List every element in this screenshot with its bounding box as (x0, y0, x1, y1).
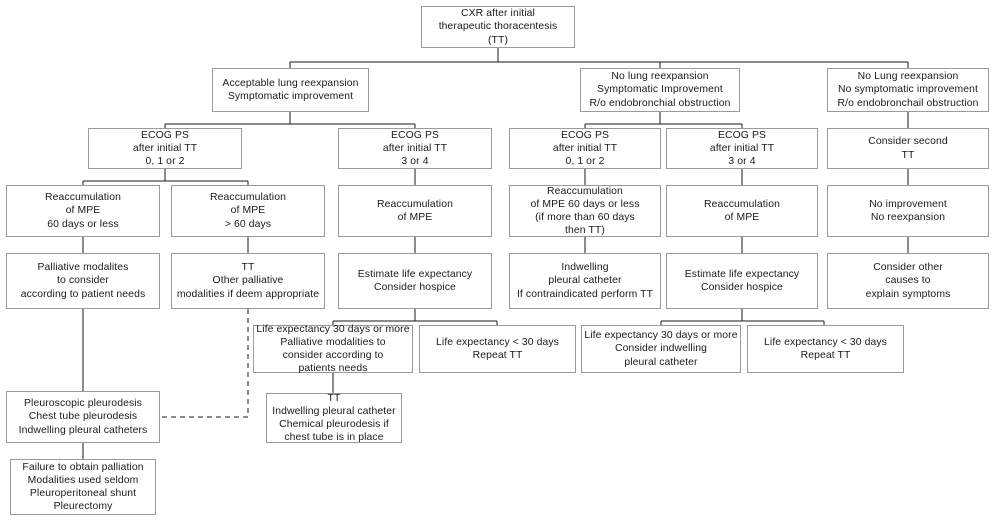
node-life-expectancy-less-30-left: Life expectancy < 30 days Repeat TT (419, 325, 576, 373)
node-reaccumulation-mpe-b2: Reaccumulation of MPE (666, 185, 818, 237)
node-life-expectancy-30-or-more-left: Life expectancy 30 days or more Palliati… (253, 324, 413, 374)
node-consider-other-causes: Consider other causes to explain symptom… (827, 253, 989, 309)
node-root: CXR after initial therapeutic thoracente… (421, 6, 575, 48)
node-reaccumulation-60-or-less: Reaccumulation of MPE 60 days or less (6, 185, 160, 237)
node-palliative-modalities: Palliative modalites to consider accordi… (6, 253, 160, 309)
node-tt-indwelling-pleural-catheter: TT Indwelling pleural catheter Chemical … (266, 393, 402, 443)
node-life-expectancy-less-30-right: Life expectancy < 30 days Repeat TT (747, 325, 904, 373)
node-reaccumulation-mpe-a2: Reaccumulation of MPE (338, 185, 492, 237)
node-ecog-ps-a2: ECOG PS after initial TT 3 or 4 (338, 128, 492, 169)
node-ecog-ps-b1: ECOG PS after initial TT 0, 1 or 2 (509, 128, 661, 169)
node-branch-no-reexpansion-symptomatic: No lung reexpansion Symptomatic Improvem… (580, 68, 740, 112)
node-estimate-life-expectancy-right: Estimate life expectancy Consider hospic… (666, 253, 818, 309)
node-reaccumulation-mpe-60-or-less-b1: Reaccumulation of MPE 60 days or less (i… (509, 185, 661, 237)
node-branch-acceptable-reexpansion: Acceptable lung reexpansion Symptomatic … (212, 68, 369, 112)
node-branch-no-reexpansion-no-symptomatic: No Lung reexpansion No symptomatic impro… (827, 68, 989, 112)
node-ecog-ps-a1: ECOG PS after initial TT 0, 1 or 2 (88, 128, 242, 169)
node-indwelling-pleural-catheter: Indwelling pleural catheter If contraind… (509, 253, 661, 309)
node-pleuroscopic-pleurodesis: Pleuroscopic pleurodesis Chest tube pleu… (6, 391, 160, 443)
node-reaccumulation-over-60: Reaccumulation of MPE > 60 days (171, 185, 325, 237)
node-estimate-life-expectancy-left: Estimate life expectancy Consider hospic… (338, 253, 492, 309)
node-ecog-ps-b2: ECOG PS after initial TT 3 or 4 (666, 128, 818, 169)
node-no-improvement-no-reexpansion: No improvement No reexpansion (827, 185, 989, 237)
node-tt-other-palliative-modalities: TT Other palliative modalities if deem a… (171, 253, 325, 309)
node-failure-to-obtain-palliation: Failure to obtain palliation Modalities … (10, 459, 156, 515)
node-life-expectancy-30-or-more-right: Life expectancy 30 days or more Consider… (581, 325, 741, 373)
node-consider-second-tt: Consider second TT (827, 128, 989, 169)
